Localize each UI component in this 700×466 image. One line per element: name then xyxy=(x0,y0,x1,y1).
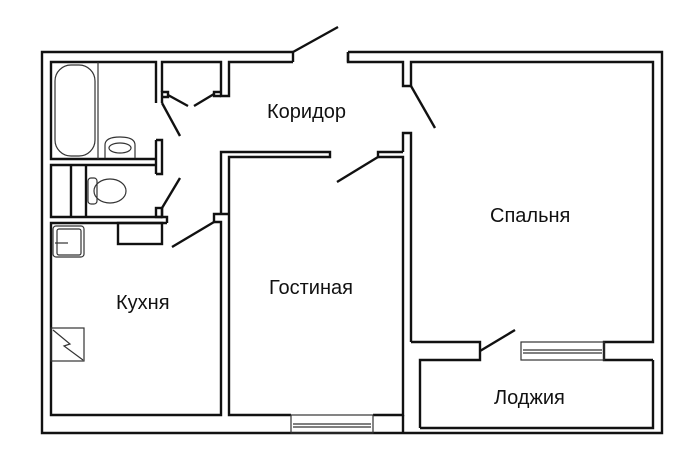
room-label-bedroom: Спальня xyxy=(490,205,570,227)
room-label-kitchen: Кухня xyxy=(116,292,170,314)
bathtub-icon xyxy=(54,64,96,157)
living-room xyxy=(219,131,413,434)
room-label-living-room: Гостиная xyxy=(269,277,353,299)
living-window xyxy=(290,414,374,434)
kitchen xyxy=(49,212,229,417)
kitchen-counter xyxy=(116,221,164,246)
toilet-room xyxy=(49,163,169,223)
sink-icon xyxy=(104,136,136,158)
bathroom-door[interactable] xyxy=(160,102,182,137)
room-label-loggia: Лоджия xyxy=(494,387,565,409)
toilet-icon xyxy=(87,177,98,205)
loggia xyxy=(420,360,655,430)
room-label-corridor: Коридор xyxy=(267,101,346,123)
stove-icon xyxy=(50,327,85,362)
outer-wall xyxy=(40,50,664,435)
bathroom xyxy=(49,60,170,176)
bedroom-door[interactable] xyxy=(409,85,437,129)
toilet-door[interactable] xyxy=(160,177,182,209)
entrance-door[interactable] xyxy=(292,25,339,54)
living-room-door[interactable] xyxy=(336,155,379,184)
bedroom-window xyxy=(520,341,605,361)
bedroom xyxy=(346,52,655,433)
closet xyxy=(160,60,293,108)
kitchen-sink-icon xyxy=(52,225,85,258)
loggia-door[interactable] xyxy=(479,328,516,353)
kitchen-door[interactable] xyxy=(171,220,215,249)
